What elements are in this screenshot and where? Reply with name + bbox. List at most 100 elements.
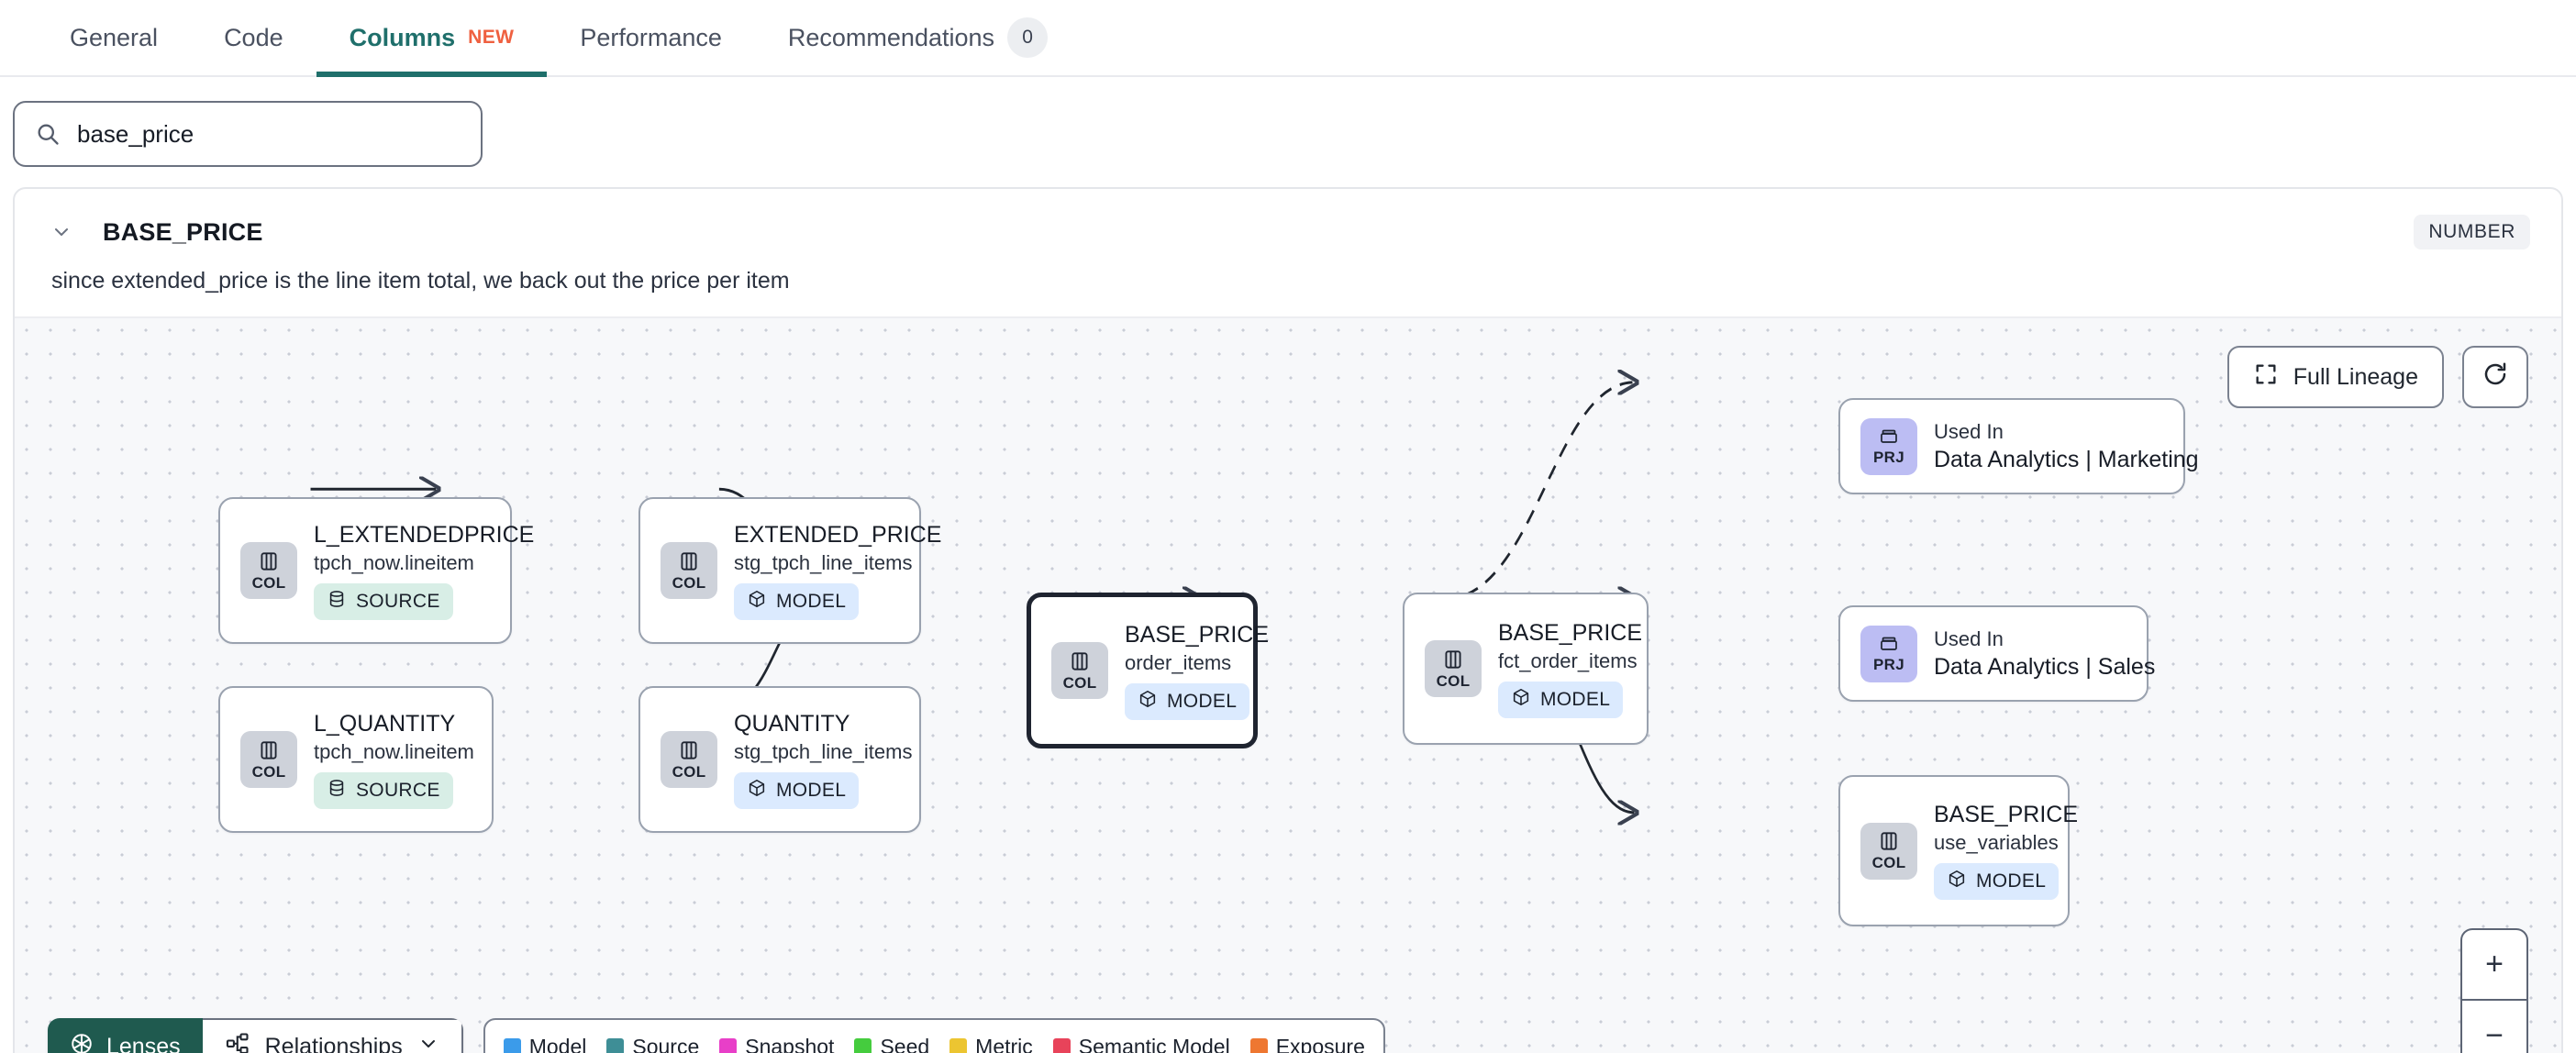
cube-icon [1947, 869, 1967, 894]
tab-label: General [70, 23, 159, 51]
node-usedin-label: Used In [1934, 419, 2004, 443]
lineage-node-extended-price[interactable]: COL EXTENDED_PRICE stg_tpch_line_items M… [638, 497, 941, 644]
tab-bar: General Code Columns NEW Performance Rec… [0, 0, 2576, 77]
legend-item-seed: Seed [854, 1035, 929, 1053]
node-usedin-label: Used In [1934, 626, 2004, 650]
lineage-node-base-price-order-items[interactable]: COL BASE_PRICE order_items MODEL [1027, 593, 1269, 748]
prj-type-label: PRJ [1873, 656, 1904, 673]
column-type-badge: NUMBER [2414, 215, 2530, 249]
column-description: since extended_price is the line item to… [51, 268, 790, 294]
node-subtitle: fct_order_items [1498, 648, 1638, 672]
search-input-value: base_price [77, 119, 194, 148]
tab-label: Performance [580, 23, 722, 51]
tab-code[interactable]: Code [191, 0, 316, 75]
lineage-node-project-marketing[interactable]: PRJ Used In Data Analytics | Marketing [1838, 398, 2199, 494]
legend-item-source: Source [606, 1035, 699, 1053]
node-title: BASE_PRICE [1498, 619, 1643, 646]
database-icon [327, 778, 347, 804]
col-type-label: COL [672, 762, 706, 781]
node-title: BASE_PRICE [1125, 621, 1270, 648]
legend-swatch [606, 1037, 625, 1053]
tab-label: Recommendations [787, 23, 995, 51]
node-title: EXTENDED_PRICE [734, 521, 942, 548]
refresh-icon [2482, 360, 2509, 394]
refresh-button[interactable] [2462, 346, 2528, 408]
tab-performance[interactable]: Performance [547, 0, 755, 75]
tab-recommendations[interactable]: Recommendations 0 [755, 0, 1081, 75]
node-badge-source: SOURCE [314, 582, 453, 620]
node-badge-label: SOURCE [356, 779, 440, 801]
lenses-label: Lenses [106, 1033, 181, 1053]
node-subtitle: stg_tpch_line_items [734, 739, 913, 763]
node-badge-label: SOURCE [356, 590, 440, 612]
node-project-name: Data Analytics | Marketing [1934, 446, 2199, 472]
cube-icon [1511, 687, 1531, 713]
column-header: BASE_PRICE NUMBER [15, 189, 2561, 249]
lineage-node-quantity[interactable]: COL QUANTITY stg_tpch_line_items MODEL [638, 686, 921, 833]
lineage-node-l-extendedprice[interactable]: COL L_EXTENDEDPRICE tpch_now.lineitem SO… [218, 497, 534, 644]
relationships-dropdown[interactable]: Relationships [202, 1018, 463, 1053]
node-badge-label: MODEL [1167, 690, 1238, 712]
col-type-label: COL [251, 762, 286, 781]
search-input[interactable]: base_price [13, 101, 483, 167]
prj-type-label: PRJ [1873, 449, 1904, 466]
node-subtitle: tpch_now.lineitem [314, 739, 474, 763]
full-lineage-button[interactable]: Full Lineage [2226, 346, 2444, 408]
search-icon [35, 121, 61, 147]
col-type-icon: COL [1860, 822, 1917, 880]
legend-item-exposure: Exposure [1249, 1034, 1365, 1053]
legend-item-semantic-model: Semantic Model [1052, 1034, 1230, 1053]
full-lineage-label: Full Lineage [2293, 363, 2418, 390]
node-project-name: Data Analytics | Sales [1934, 653, 2156, 680]
canvas-bottom-bar: Lenses Relationships Model Source Snapsh… [48, 1018, 1385, 1053]
node-subtitle: order_items [1125, 650, 1232, 674]
cube-icon [747, 778, 767, 804]
lineage-node-base-price-use-variables[interactable]: COL BASE_PRICE use_variables MODEL [1838, 775, 2078, 926]
legend-label: Semantic Model [1078, 1034, 1230, 1053]
node-badge-label: MODEL [1540, 688, 1611, 710]
node-badge-label: MODEL [776, 779, 847, 801]
legend-swatch [949, 1037, 968, 1053]
legend-label: Model [528, 1034, 587, 1053]
page-title: BASE_PRICE [103, 217, 263, 246]
col-type-icon: COL [1051, 642, 1108, 699]
column-card: BASE_PRICE NUMBER since extended_price i… [13, 187, 2563, 1053]
zoom-controls: + − [2460, 928, 2528, 1053]
tab-label: Columns [349, 23, 456, 51]
legend-label: Source [632, 1034, 700, 1053]
node-badge-source: SOURCE [314, 771, 453, 809]
lineage-node-project-sales[interactable]: PRJ Used In Data Analytics | Sales [1838, 605, 2155, 702]
chevron-down-icon[interactable] [46, 221, 77, 243]
aperture-icon [70, 1032, 94, 1053]
lenses-button[interactable]: Lenses [48, 1018, 203, 1053]
node-badge-label: MODEL [776, 590, 847, 612]
lineage-canvas[interactable]: COL L_EXTENDEDPRICE tpch_now.lineitem SO… [15, 316, 2561, 1053]
legend-item-metric: Metric [949, 1035, 1033, 1053]
col-type-icon: COL [240, 542, 297, 599]
node-title: L_QUANTITY [314, 710, 456, 737]
legend-label: Snapshot [745, 1034, 835, 1053]
lineage-node-base-price-fct-order-items[interactable]: COL BASE_PRICE fct_order_items MODEL [1403, 593, 1649, 745]
node-badge-model: MODEL [1125, 682, 1250, 720]
zoom-out-button[interactable]: − [2485, 1018, 2504, 1053]
col-type-label: COL [1436, 671, 1471, 690]
legend-swatch [503, 1037, 521, 1053]
tab-general[interactable]: General [37, 0, 191, 75]
legend-label: Exposure [1275, 1034, 1365, 1053]
chevron-down-icon [417, 1033, 439, 1053]
node-badge-model: MODEL [734, 771, 860, 809]
tab-columns[interactable]: Columns NEW [316, 0, 548, 77]
node-title: QUANTITY [734, 710, 850, 737]
archive-icon: PRJ [1860, 625, 1917, 682]
recommendations-count-badge: 0 [1007, 17, 1049, 58]
col-type-icon: COL [1425, 640, 1482, 697]
legend-label: Seed [880, 1034, 930, 1053]
node-badge-model: MODEL [1498, 681, 1624, 718]
node-badge-label: MODEL [1976, 870, 2047, 892]
lineage-node-l-quantity[interactable]: COL L_QUANTITY tpch_now.lineitem SOURCE [218, 686, 494, 833]
cube-icon [747, 589, 767, 615]
zoom-in-button[interactable]: + [2462, 930, 2526, 1001]
col-type-icon: COL [661, 542, 717, 599]
relationships-icon [225, 1031, 250, 1053]
col-type-label: COL [251, 573, 286, 592]
